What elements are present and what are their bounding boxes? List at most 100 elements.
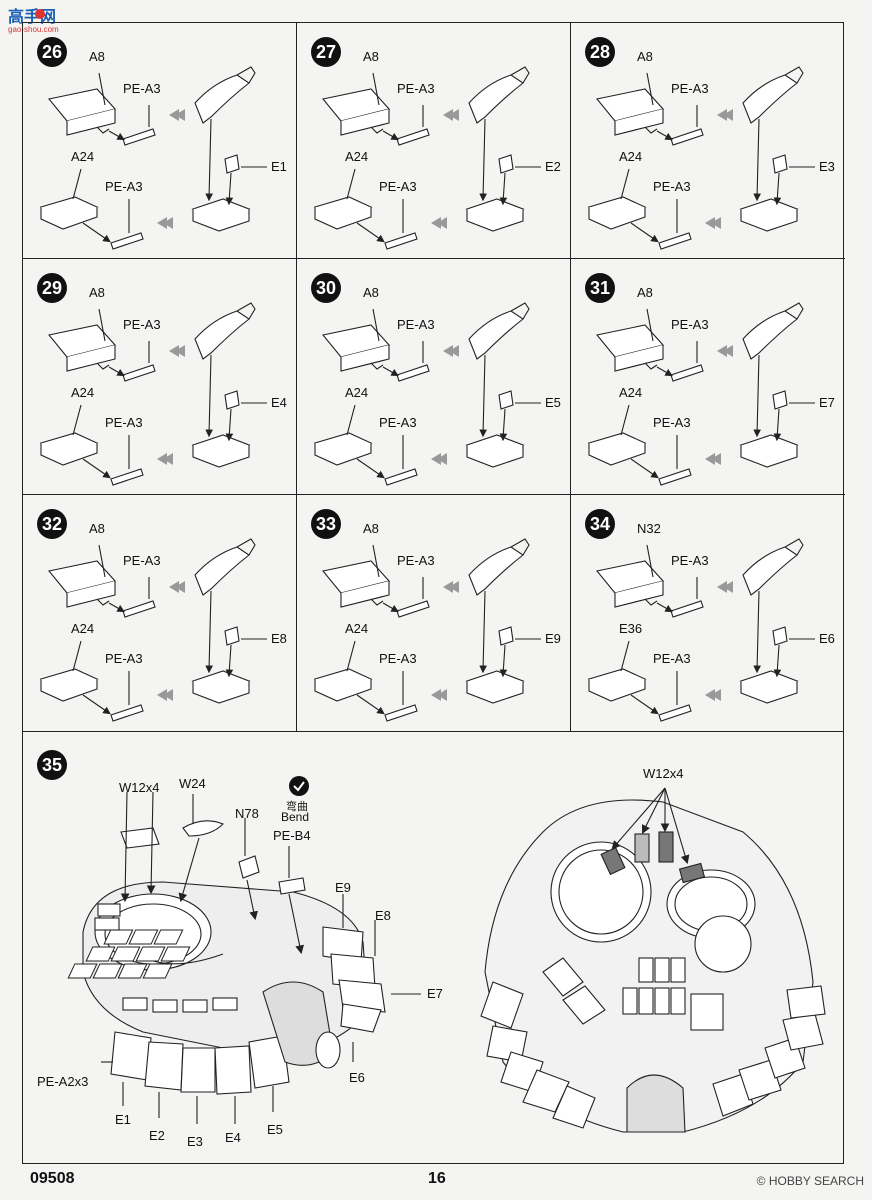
label-bottom-pe: PE-A3 xyxy=(105,651,143,666)
label-bottom-pe: PE-A3 xyxy=(105,415,143,430)
label-bottom-part: A24 xyxy=(71,149,95,164)
label-bottom-pe: PE-A3 xyxy=(379,415,417,430)
label-e5: E5 xyxy=(267,1122,283,1137)
step-drawing xyxy=(39,302,267,486)
label-bottom-pe: PE-A3 xyxy=(653,179,691,194)
label-top-pe: PE-A3 xyxy=(397,553,435,568)
step-number: 31 xyxy=(585,273,615,303)
steps-grid: 26 A8 PE-A3 A24 PE-A3 E1 27 A8 PE-A3 A24… xyxy=(22,22,845,732)
label-bottom-pe: PE-A3 xyxy=(653,651,691,666)
label-top-part: A8 xyxy=(363,521,379,536)
label-e-part: E5 xyxy=(545,395,561,410)
label-e-part: E1 xyxy=(271,159,287,174)
page-number: 16 xyxy=(428,1170,446,1187)
label-top-part: A8 xyxy=(89,49,105,64)
label-bottom-part: A24 xyxy=(345,149,369,164)
step-drawing xyxy=(587,538,815,722)
label-bottom-part: A24 xyxy=(619,149,643,164)
label-bottom-pe: PE-A3 xyxy=(105,179,143,194)
step-drawing xyxy=(39,66,267,250)
label-pe-b4: PE-B4 xyxy=(273,828,311,843)
step-drawing xyxy=(587,66,815,250)
label-top-part: N32 xyxy=(637,521,661,536)
label-bottom-part: A24 xyxy=(345,621,369,636)
label-e-part: E2 xyxy=(545,159,561,174)
label-e-part: E4 xyxy=(271,395,287,410)
step-number: 26 xyxy=(37,37,67,67)
label-e-part: E3 xyxy=(819,159,835,174)
label-bottom-part: E36 xyxy=(619,621,643,636)
step-number: 27 xyxy=(311,37,341,67)
label-e3: E3 xyxy=(187,1134,203,1149)
step-cell: 32 A8 PE-A3 A24 PE-A3 E8 xyxy=(23,495,297,731)
label-top-pe: PE-A3 xyxy=(671,81,709,96)
label-top-pe: PE-A3 xyxy=(671,317,709,332)
label-top-part: A8 xyxy=(89,285,105,300)
label-top-part: A8 xyxy=(637,285,653,300)
step-cell: 33 A8 PE-A3 A24 PE-A3 E9 xyxy=(297,495,571,731)
label-e-part: E9 xyxy=(545,631,561,646)
step-cell: 27 A8 PE-A3 A24 PE-A3 E2 xyxy=(297,23,571,259)
watermark-logo: 高手网 gao-shou.com xyxy=(6,4,76,34)
bend-icon xyxy=(289,776,309,796)
label-e6: E6 xyxy=(349,1070,365,1085)
step-cell: 30 A8 PE-A3 A24 PE-A3 E5 xyxy=(297,259,571,495)
label-top-pe: PE-A3 xyxy=(397,317,435,332)
label-top-part: A8 xyxy=(637,49,653,64)
label-pe-a2x3: PE-A2x3 xyxy=(37,1074,89,1089)
label-w24: W24 xyxy=(179,776,206,791)
label-bottom-pe: PE-A3 xyxy=(653,415,691,430)
label-bottom-part: A24 xyxy=(345,385,369,400)
step-drawing xyxy=(39,538,267,722)
label-top-pe: PE-A3 xyxy=(123,553,161,568)
label-bottom-part: A24 xyxy=(71,621,95,636)
label-bottom-pe: PE-A3 xyxy=(379,179,417,194)
label-w12x4-left: W12x4 xyxy=(119,780,160,795)
label-w12x4-right: W12x4 xyxy=(643,766,684,781)
step-number: 29 xyxy=(37,273,67,303)
label-top-part: A8 xyxy=(363,49,379,64)
watermark-graphic: 高手网 gao-shou.com xyxy=(8,7,59,34)
step-cell: 26 A8 PE-A3 A24 PE-A3 E1 xyxy=(23,23,297,259)
label-e9: E9 xyxy=(335,880,351,895)
label-e-part: E8 xyxy=(271,631,287,646)
step-drawing xyxy=(313,66,541,250)
watermark-subtext: gao-shou.com xyxy=(8,25,59,34)
label-e4: E4 xyxy=(225,1130,241,1145)
label-e1: E1 xyxy=(115,1112,131,1127)
label-e-part: E6 xyxy=(819,631,835,646)
label-e8: E8 xyxy=(375,908,391,923)
step-number: 34 xyxy=(585,509,615,539)
step-number: 28 xyxy=(585,37,615,67)
label-bottom-part: A24 xyxy=(71,385,95,400)
step-number: 35 xyxy=(37,750,67,780)
step-cell: 34 N32 PE-A3 E36 PE-A3 E6 xyxy=(571,495,845,731)
label-bend-cn: 弯曲 xyxy=(286,801,308,813)
step-number: 32 xyxy=(37,509,67,539)
label-bottom-part: A24 xyxy=(619,385,643,400)
step-drawing xyxy=(587,302,815,486)
footer-code: 09508 xyxy=(30,1170,75,1187)
label-e7: E7 xyxy=(427,986,443,1001)
label-top-pe: PE-A3 xyxy=(123,81,161,96)
label-top-pe: PE-A3 xyxy=(397,81,435,96)
label-e2: E2 xyxy=(149,1128,165,1143)
label-e-part: E7 xyxy=(819,395,835,410)
label-n78: N78 xyxy=(235,806,259,821)
step-number: 30 xyxy=(311,273,341,303)
footer-credit: © HOBBY SEARCH xyxy=(756,1174,864,1188)
label-top-pe: PE-A3 xyxy=(123,317,161,332)
step-35-drawing xyxy=(67,776,826,1133)
step-cell: 28 A8 PE-A3 A24 PE-A3 E3 xyxy=(571,23,845,259)
step-cell: 31 A8 PE-A3 A24 PE-A3 E7 xyxy=(571,259,845,495)
step-drawing xyxy=(313,302,541,486)
label-bend-en: Bend xyxy=(281,810,310,824)
step-35-panel: 35 xyxy=(22,732,844,1164)
label-bottom-pe: PE-A3 xyxy=(379,651,417,666)
label-top-pe: PE-A3 xyxy=(671,553,709,568)
step-cell: 29 A8 PE-A3 A24 PE-A3 E4 xyxy=(23,259,297,495)
step-drawing xyxy=(313,538,541,722)
label-top-part: A8 xyxy=(363,285,379,300)
label-top-part: A8 xyxy=(89,521,105,536)
step-number: 33 xyxy=(311,509,341,539)
